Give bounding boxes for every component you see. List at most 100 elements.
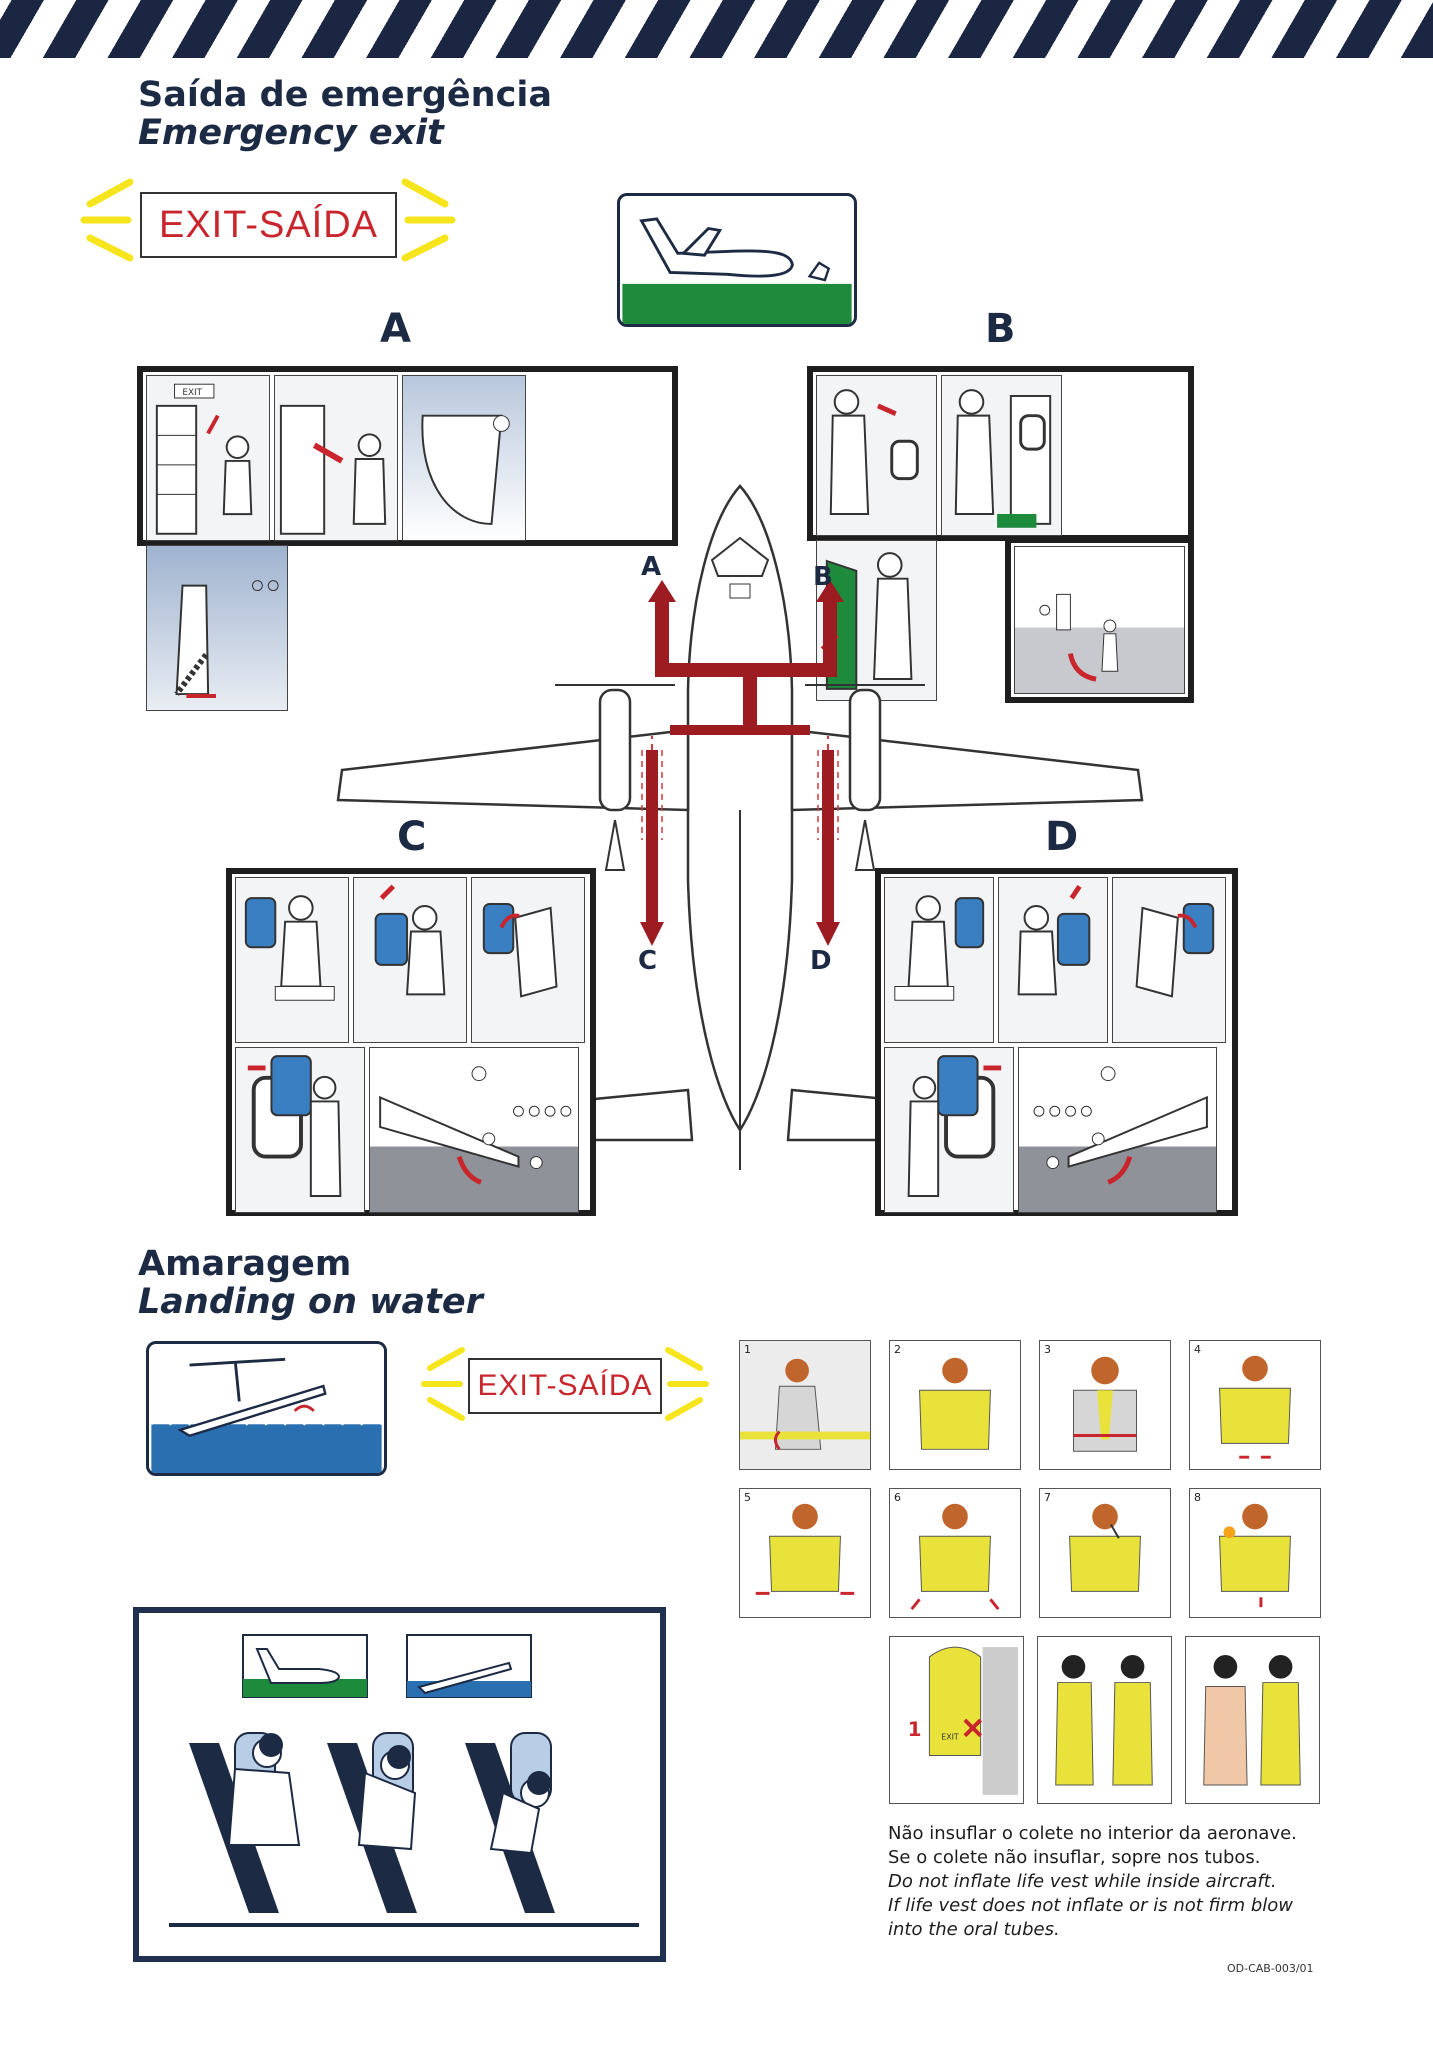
child-vest-icon — [1203, 1654, 1301, 1786]
hatch-thrown-out-icon — [907, 1055, 1002, 1197]
landing-on-water-title-pt: Amaragem — [138, 1244, 352, 1284]
vest-over-head-icon — [919, 1357, 991, 1450]
plane-crash-icon — [622, 217, 852, 324]
note-en-line-3: into the oral tubes. — [888, 1919, 1060, 1940]
door-label-c: C — [397, 814, 427, 860]
vest-oral-tube-icon — [1069, 1503, 1141, 1592]
person-grabbing-hatch-icon — [894, 895, 985, 1001]
route-label-a: A — [641, 552, 662, 582]
plane-in-water-icon — [150, 1357, 383, 1473]
exit-a-step-2 — [274, 375, 398, 541]
exit-sign-rays-icon — [421, 1347, 709, 1421]
door-label-a: A — [380, 306, 411, 352]
step-number: 8 — [1194, 1491, 1201, 1504]
vest-buckle-icon — [1219, 1355, 1291, 1459]
life-vest-warning-panel: 1 EXIT — [889, 1636, 1024, 1804]
person-grabbing-hatch-icon — [244, 895, 335, 1001]
life-vest-step-1: 1 — [739, 1340, 871, 1470]
no-inflate-inside-icon: 1 EXIT — [908, 1646, 1019, 1795]
life-vest-step-11 — [1185, 1636, 1320, 1804]
brace-position-panel — [133, 1607, 666, 1962]
life-vest-step-3: 3 — [1039, 1340, 1171, 1470]
life-vest-step-5: 5 — [739, 1488, 871, 1618]
step-number: 1 — [744, 1343, 751, 1356]
life-vest-step-2: 2 — [889, 1340, 1021, 1470]
exit-c-step-4 — [235, 1047, 365, 1213]
route-label-d: D — [810, 946, 832, 976]
water-landing-pictogram — [146, 1341, 387, 1476]
landing-on-water-title-en: Landing on water — [138, 1281, 483, 1322]
life-vest-step-10 — [1037, 1636, 1172, 1804]
person-opening-door-icon — [279, 404, 387, 535]
exit-d-step-3 — [1112, 877, 1226, 1043]
emergency-exit-title-en: Emergency exit — [138, 112, 444, 153]
exit-a-step-3 — [402, 375, 526, 541]
vest-tighten-straps-icon — [755, 1503, 855, 1595]
ground-landing-pictogram — [617, 193, 857, 327]
vest-under-seat-icon — [740, 1358, 870, 1451]
step-number: 6 — [894, 1491, 901, 1504]
door-swinging-icon — [421, 414, 510, 525]
vest-strap-back-icon — [1073, 1356, 1137, 1452]
exit-b-step-2 — [941, 375, 1062, 536]
hatch-stowing-icon — [482, 903, 558, 998]
life-vest-step-6: 6 — [889, 1488, 1021, 1618]
vest-pull-tabs-icon — [910, 1503, 1000, 1611]
exit-c-instruction-panel — [226, 868, 596, 1216]
vest-light-icon — [1219, 1503, 1291, 1608]
door-sign-text: EXIT — [182, 388, 202, 398]
life-vest-step-8: 8 — [1189, 1488, 1321, 1618]
step-number: 7 — [1044, 1491, 1051, 1504]
exit-b-step-1 — [816, 375, 937, 536]
door-label-d: D — [1045, 814, 1079, 860]
note-pt-line-2: Se o colete não insuflar, sopre nos tubo… — [888, 1847, 1261, 1868]
stairs-deployed-icon — [174, 580, 279, 698]
exit-d-step-1 — [884, 877, 994, 1043]
note-pt-line-1: Não insuflar o colete no interior da aer… — [888, 1823, 1297, 1844]
exit-c-step-5 — [369, 1047, 579, 1213]
step-number: 3 — [1044, 1343, 1051, 1356]
exit-b-step-4-panel — [1005, 537, 1194, 703]
exit-d-step-5 — [1018, 1047, 1217, 1213]
exit-d-instruction-panel — [875, 868, 1238, 1216]
exit-sign-rays-icon — [80, 178, 456, 262]
life-vest-step-7: 7 — [1039, 1488, 1171, 1618]
exit-sign-water: EXIT-SAÍDA — [468, 1358, 662, 1414]
header-stripe-band — [0, 0, 1433, 58]
document-code: OD-CAB-003/01 — [1227, 1962, 1314, 1975]
person-pushing-door-icon — [954, 389, 1052, 528]
hatch-thrown-out-icon — [247, 1055, 342, 1197]
landing-on-water-heading: Amaragem Landing on water — [138, 1244, 483, 1322]
aircraft-top-view-diagram — [336, 484, 1144, 1170]
passengers-off-wing-icon — [1033, 1066, 1208, 1185]
exit-a-instruction-panel: EXIT — [137, 366, 678, 711]
step-number: 5 — [744, 1491, 751, 1504]
person-at-door-icon — [829, 389, 919, 515]
exit-b-step-4 — [1014, 546, 1185, 694]
exit-c-step-2 — [353, 877, 467, 1043]
warning-mark: 1 — [908, 1718, 922, 1741]
person-removing-hatch-icon — [1017, 885, 1091, 996]
exit-a-step-4 — [146, 545, 288, 711]
person-removing-hatch-icon — [374, 884, 446, 996]
exit-c-step-1 — [235, 877, 349, 1043]
step-number: 4 — [1194, 1343, 1201, 1356]
hatch-stowing-icon — [1135, 903, 1215, 998]
exit-c-step-3 — [471, 877, 585, 1043]
door-label-b: B — [985, 306, 1016, 352]
emergency-exit-title-pt: Saída de emergência — [138, 75, 552, 115]
step-number: 2 — [894, 1343, 901, 1356]
life-vest-step-4: 4 — [1189, 1340, 1321, 1470]
brace-position-illustration — [169, 1634, 639, 1927]
emergency-exit-heading: Saída de emergência Emergency exit — [138, 75, 552, 153]
person-pulling-handle-icon: EXIT — [155, 383, 253, 535]
exit-d-step-2 — [998, 877, 1108, 1043]
note-en-line-2: If life vest does not inflate or is not … — [888, 1895, 1293, 1916]
route-label-b: B — [813, 562, 833, 592]
exit-d-step-4 — [884, 1047, 1014, 1213]
route-label-c: C — [638, 946, 658, 976]
exit-b-instruction-panel — [807, 366, 1194, 701]
note-en-line-1: Do not inflate life vest while inside ai… — [888, 1871, 1277, 1892]
helping-others-icon — [1055, 1654, 1153, 1786]
exit-a-step-1: EXIT — [146, 375, 270, 541]
